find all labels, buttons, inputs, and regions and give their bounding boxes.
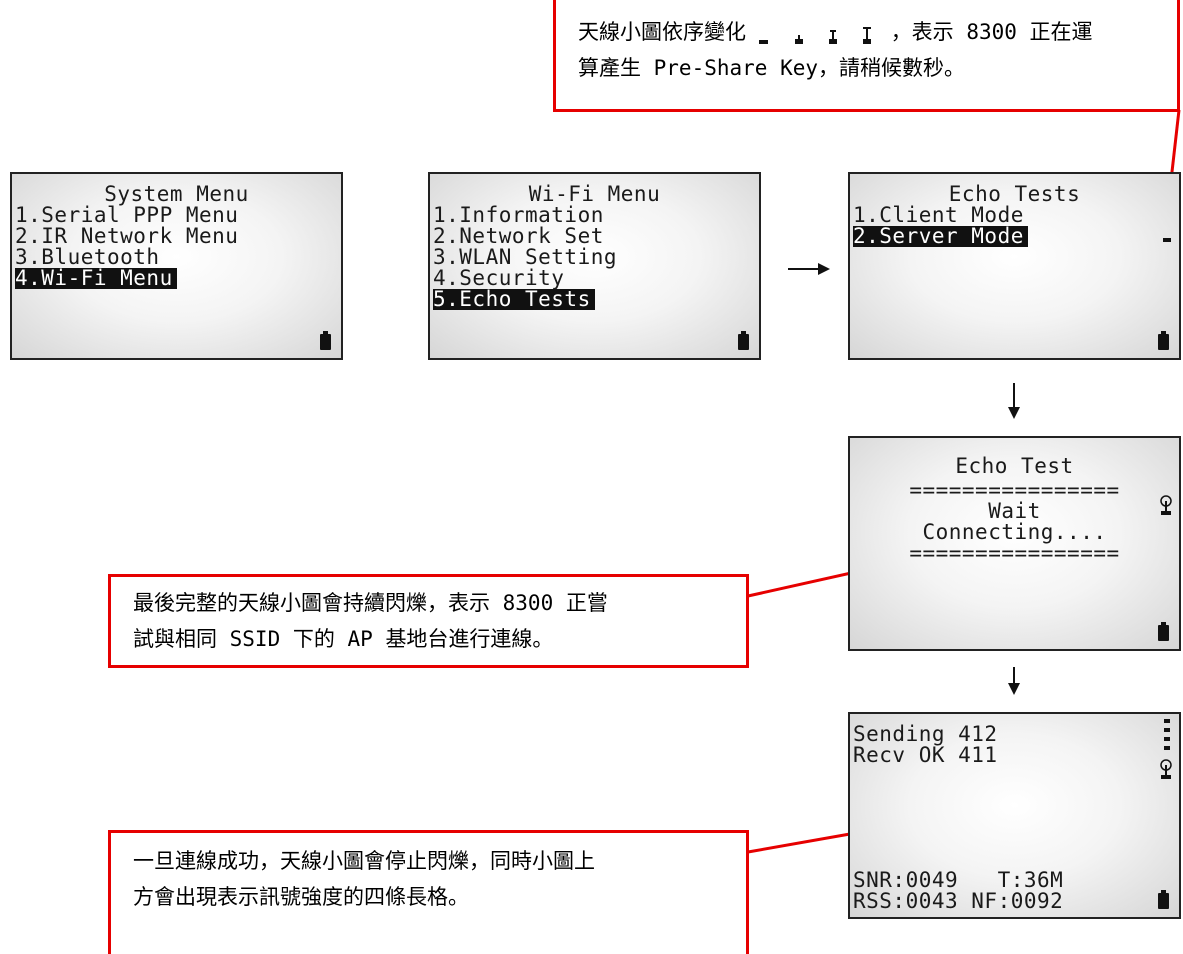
- menu-item-security[interactable]: 4.Security: [433, 266, 565, 290]
- menu-item-bluetooth[interactable]: 3.Bluetooth: [15, 245, 160, 269]
- separator-bottom: ================: [909, 541, 1120, 565]
- wait-text: Wait: [988, 499, 1041, 523]
- callout-text: 正嘗: [565, 591, 608, 615]
- menu-item-network-set[interactable]: 2.Network Set: [433, 224, 604, 248]
- callout-text: Pre-Share Key: [641, 56, 819, 80]
- menu-item-serial-ppp[interactable]: 1.Serial PPP Menu: [15, 203, 239, 227]
- snr-t-readout: SNR:0049 T:36M: [853, 868, 1064, 892]
- echo-test-title: Echo Test: [955, 454, 1074, 478]
- signal-strength-icon: [1164, 719, 1170, 750]
- antenna-icon: [1160, 759, 1172, 779]
- bottom-callout-line-2: 方會出現表示訊號強度的四條長格。: [133, 885, 469, 909]
- echo-tests-screen: Echo Tests 1.Client Mode 2.Server Mode: [848, 172, 1181, 360]
- middle-callout: 最後完整的天線小圖會持續閃爍，表示 8300 正嘗 試與相同 SSID 下的 A…: [108, 574, 749, 668]
- callout-text: 下的: [292, 627, 335, 651]
- antenna-stub-icon: [1163, 238, 1171, 242]
- wifi-menu-screen: Wi-Fi Menu 1.Information 2.Network Set 3…: [428, 172, 761, 360]
- callout-text: 正在運: [1029, 20, 1093, 44]
- recv-count: Recv OK 411: [853, 743, 998, 767]
- callout-text: 試與相同: [133, 627, 217, 651]
- sending-count: Sending 412: [853, 722, 998, 746]
- rss-nf-readout: RSS:0043 NF:0092: [853, 889, 1064, 913]
- down-arrow-icon: [1008, 667, 1020, 695]
- callout-text: AP: [334, 627, 386, 651]
- system-menu-screen: System Menu 1.Serial PPP Menu 2.IR Netwo…: [10, 172, 343, 360]
- battery-icon: [1158, 890, 1169, 909]
- echo-tests-title: Echo Tests: [948, 182, 1081, 206]
- right-arrow-icon: [788, 263, 830, 275]
- callout-text: 8300: [953, 20, 1030, 44]
- echo-result-screen: Sending 412 Recv OK 411 SNR:0049 T:36M R…: [848, 712, 1181, 919]
- top-callout-line-2: 算產生 Pre-Share Key，請稍候數秒。: [578, 50, 1159, 86]
- separator-top: ================: [909, 478, 1120, 502]
- middle-callout-line-1: 最後完整的天線小圖會持續閃爍，表示 8300 正嘗: [133, 585, 728, 621]
- menu-item-server-mode-selected[interactable]: 2.Server Mode: [853, 226, 1028, 247]
- callout-text: 8300: [490, 591, 566, 615]
- menu-item-wlan-setting[interactable]: 3.WLAN Setting: [433, 245, 618, 269]
- callout-text: 算產生: [578, 56, 641, 80]
- menu-item-wifi-selected[interactable]: 4.Wi-Fi Menu: [15, 268, 177, 289]
- battery-icon: [1158, 622, 1169, 641]
- callout-text: ，表示: [890, 20, 954, 44]
- callout-text: SSID: [217, 627, 293, 651]
- menu-item-echo-tests-selected[interactable]: 5.Echo Tests: [433, 289, 595, 310]
- callout-text: ，請稍候數秒。: [818, 56, 966, 80]
- battery-icon: [320, 331, 331, 350]
- antenna-icon: [1160, 495, 1172, 515]
- menu-item-client-mode[interactable]: 1.Client Mode: [853, 203, 1024, 227]
- echo-test-connecting-screen: Echo Test ================ Wait Connecti…: [848, 436, 1181, 651]
- callout-text: 天線小圖依序變化: [578, 20, 746, 44]
- wifi-menu-title: Wi-Fi Menu: [528, 182, 661, 206]
- top-callout: 天線小圖依序變化 ，表示 8300 正在運 算產生 Pre-Share Key，…: [553, 0, 1180, 112]
- battery-icon: [738, 331, 749, 350]
- connecting-text: Connecting....: [922, 520, 1107, 544]
- callout-text: 最後完整的天線小圖會持續閃爍，表示: [133, 591, 490, 615]
- top-callout-line-1: 天線小圖依序變化 ，表示 8300 正在運: [578, 14, 1159, 50]
- menu-item-ir-network[interactable]: 2.IR Network Menu: [15, 224, 239, 248]
- menu-item-information[interactable]: 1.Information: [433, 203, 604, 227]
- bottom-callout-line-1: 一旦連線成功，天線小圖會停止閃爍，同時小圖上: [133, 849, 595, 873]
- bottom-callout: 一旦連線成功，天線小圖會停止閃爍，同時小圖上 方會出現表示訊號強度的四條長格。: [108, 830, 749, 954]
- down-arrow-icon: [1008, 383, 1020, 419]
- system-menu-title: System Menu: [104, 182, 249, 206]
- callout-text: 基地台進行連線。: [385, 627, 554, 651]
- antenna-sequence-icons: [753, 23, 891, 45]
- battery-icon: [1158, 331, 1169, 350]
- middle-callout-line-2: 試與相同 SSID 下的 AP 基地台進行連線。: [133, 621, 728, 657]
